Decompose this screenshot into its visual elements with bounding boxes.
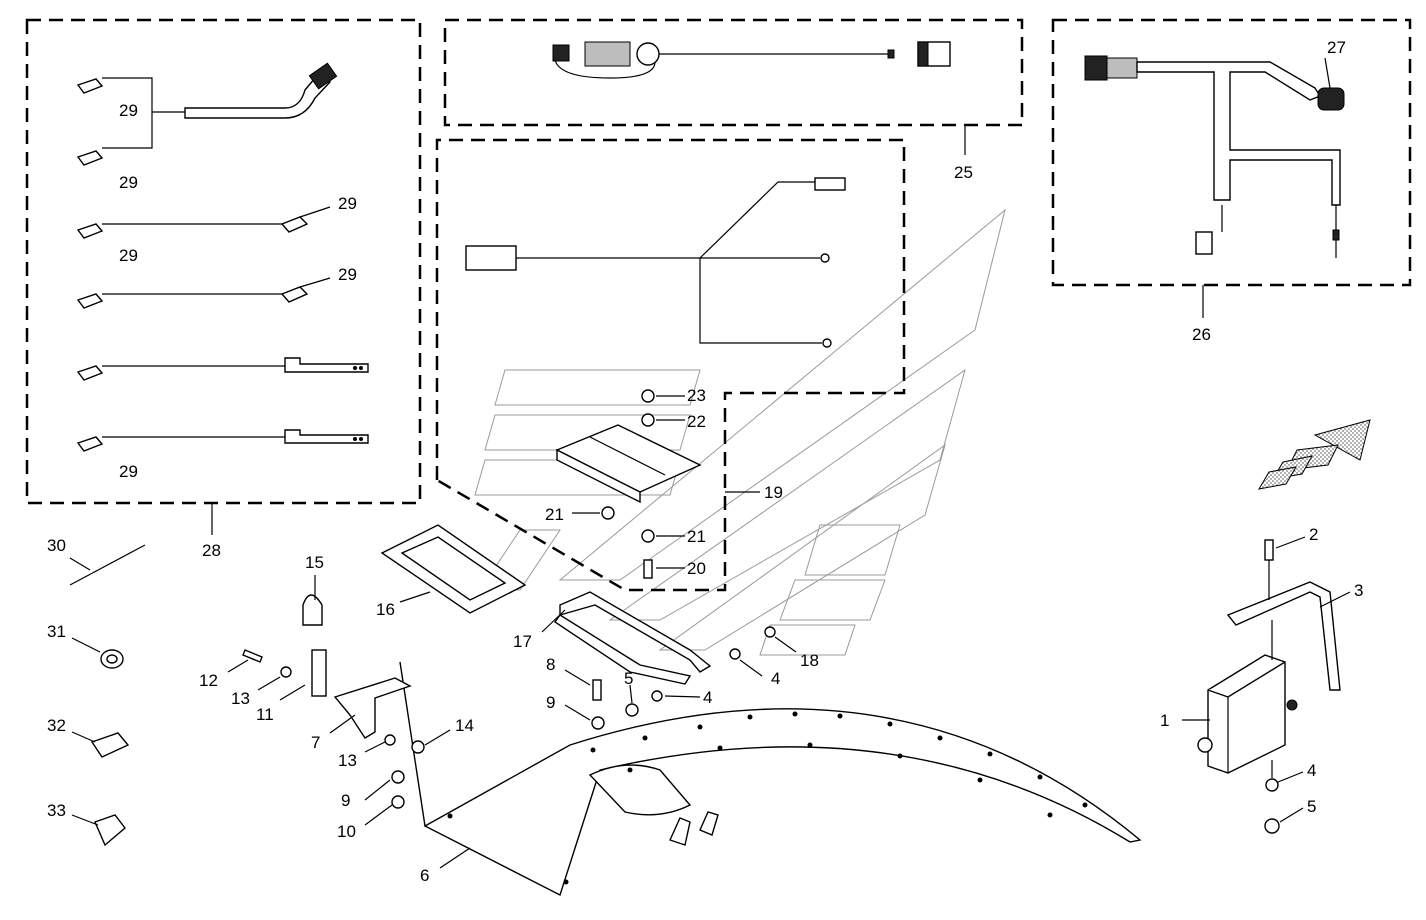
label-29-b: 29 (119, 173, 138, 192)
fasteners-center (591, 679, 663, 730)
label-5-center: 5 (624, 669, 633, 688)
kit-box-25 (443, 18, 1024, 155)
label-9-left: 9 (341, 791, 350, 810)
label-29-e: 29 (338, 265, 357, 284)
label-13-bottom: 13 (338, 751, 357, 770)
label-7: 7 (311, 733, 320, 752)
part-6-cover (399, 661, 1142, 896)
label-19: 19 (764, 483, 783, 502)
kit-box-26 (1051, 18, 1412, 318)
watermark-logo (474, 208, 1006, 656)
label-32: 32 (47, 716, 66, 735)
label-11: 11 (256, 705, 274, 724)
label-21-left: 21 (545, 505, 564, 524)
label-4-left: 4 (703, 688, 712, 707)
label-30: 30 (47, 536, 66, 555)
label-8: 8 (546, 655, 555, 674)
part-7-bracket (242, 594, 425, 809)
label-12: 12 (199, 671, 218, 690)
callout-labels: 1 2 3 4 5 4 4 5 6 7 8 9 9 10 11 12 13 13… (47, 38, 1363, 885)
label-15: 15 (305, 553, 324, 572)
part-1-module (1197, 654, 1298, 774)
label-16: 16 (376, 600, 395, 619)
label-28: 28 (202, 541, 221, 560)
label-6: 6 (420, 866, 429, 885)
label-17: 17 (513, 632, 532, 651)
label-4-right: 4 (1307, 761, 1316, 780)
label-23: 23 (687, 386, 706, 405)
part-16-seal (380, 524, 527, 614)
label-31: 31 (47, 622, 66, 641)
label-10: 10 (337, 822, 356, 841)
label-21-right: 21 (687, 527, 706, 546)
label-27: 27 (1327, 38, 1346, 57)
loose-parts (69, 544, 146, 847)
label-26: 26 (1192, 325, 1211, 344)
label-29-f: 29 (119, 462, 138, 481)
part-3-bracket (1226, 539, 1341, 834)
kit-box-28 (25, 18, 422, 535)
label-4-center: 4 (771, 669, 780, 688)
label-14: 14 (455, 716, 474, 735)
label-25: 25 (954, 163, 973, 182)
part-17-bracket (554, 591, 776, 685)
label-1: 1 (1160, 711, 1169, 730)
direction-arrow (1258, 419, 1371, 490)
label-29-c: 29 (338, 194, 357, 213)
label-22: 22 (687, 412, 706, 431)
label-29-a: 29 (119, 101, 138, 120)
label-20: 20 (687, 559, 706, 578)
kit-box-19 (435, 138, 906, 592)
label-5-right: 5 (1307, 797, 1316, 816)
label-13-top: 13 (231, 689, 250, 708)
label-3: 3 (1354, 581, 1363, 600)
leader-lines (69, 57, 1351, 869)
label-18: 18 (800, 651, 819, 670)
label-29-d: 29 (119, 246, 138, 265)
label-33: 33 (47, 801, 66, 820)
label-9-center: 9 (546, 693, 555, 712)
label-2: 2 (1309, 525, 1318, 544)
